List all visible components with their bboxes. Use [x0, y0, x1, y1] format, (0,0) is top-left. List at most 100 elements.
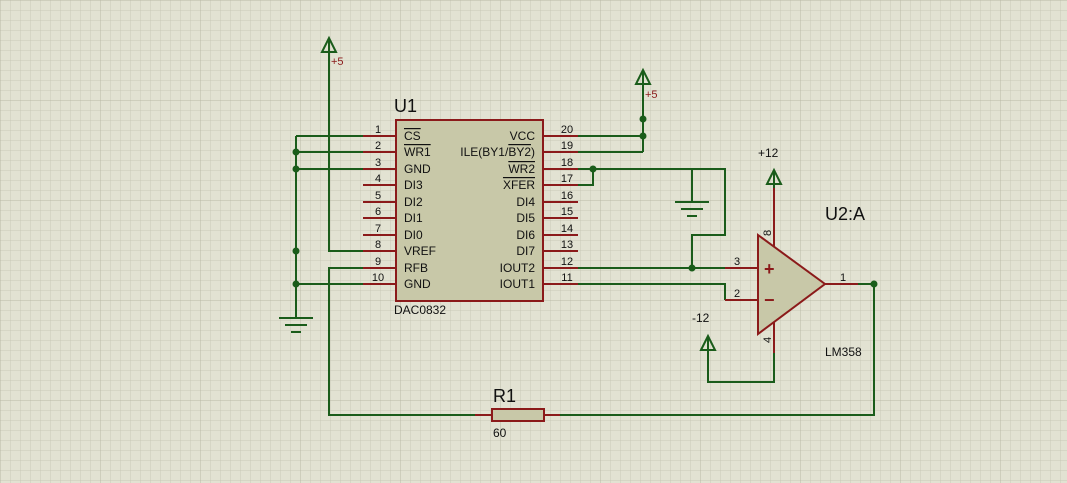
u2-plus-sign: +	[764, 259, 775, 279]
junction-dot	[292, 280, 300, 288]
u1-pin-number: 7	[375, 223, 381, 235]
wire-r1-out[interactable]	[560, 284, 875, 416]
u1-pin-16[interactable]: 16 DI4	[516, 190, 578, 209]
u1-pin-number: 2	[375, 140, 381, 152]
opamp-triangle	[757, 233, 827, 336]
junctions	[292, 115, 878, 288]
u1-reference: U1	[394, 96, 417, 116]
u1-pin-label: DI7	[516, 244, 535, 258]
junction-dot	[639, 115, 647, 123]
u1-pin-label: WR1	[404, 145, 431, 159]
u1-pin-6[interactable]: 6 DI1	[363, 206, 423, 225]
ground-right[interactable]	[675, 201, 709, 217]
u1-pin-label: DI1	[404, 211, 423, 225]
u2-reference: U2:A	[825, 204, 865, 224]
power-terminal-p5-left[interactable]: +5	[320, 35, 344, 68]
component-u2-lm358[interactable]: U2:A 3 2 1 8 4 + − LM358	[725, 188, 865, 359]
u1-pin-20[interactable]: 20 VCC	[510, 124, 578, 143]
u1-pin-label: DI6	[516, 228, 535, 242]
power-terminal-p5-right[interactable]: +5	[634, 67, 658, 101]
u1-pin-19[interactable]: 19 ILE(BY1/BY2)	[460, 140, 578, 159]
u1-pin-label: IOUT1	[500, 277, 536, 291]
u1-pin-18[interactable]: 18 WR2	[508, 157, 578, 176]
u1-pin-label: DI3	[404, 178, 423, 192]
u1-pin-number: 17	[561, 173, 573, 185]
u1-pin-number: 18	[561, 157, 573, 169]
u1-pin-label: XFER	[503, 178, 535, 192]
r1-body	[491, 408, 545, 422]
power-terminal-m12[interactable]: -12	[692, 311, 717, 352]
u1-pin-label: VREF	[404, 244, 436, 258]
u2-minus-sign: −	[764, 290, 775, 310]
u1-pin-label-bar: BY2	[508, 145, 531, 159]
junction-dot	[639, 132, 647, 140]
wire-opamp-vee[interactable]	[707, 352, 775, 383]
u1-pin-number: 15	[561, 206, 573, 218]
u1-right-pins: 20 VCC 19 ILE(BY1/BY2) 18 WR2 17 XFER 16 DI4 15 DI5…	[460, 124, 578, 291]
u1-pin-17[interactable]: 17 XFER	[503, 173, 578, 192]
ground-icon	[279, 317, 313, 333]
ground-left[interactable]	[279, 317, 313, 333]
power-arrow-icon	[634, 67, 652, 88]
u1-pin-15[interactable]: 15 DI5	[516, 206, 578, 225]
u2-part-name: LM358	[825, 345, 862, 359]
power-label-p5-left: +5	[331, 56, 344, 68]
wire-rfb[interactable]	[328, 267, 475, 416]
u1-pin-label: ILE(BY1/BY2)	[460, 145, 535, 159]
u1-pin-label-pre: ILE(BY1/	[460, 145, 509, 159]
u2-pin-vee-num: 4	[762, 337, 774, 343]
u1-pin-label: DI0	[404, 228, 423, 242]
u1-body	[395, 119, 544, 302]
u2-pin-plus-num: 3	[734, 256, 740, 268]
junction-dot	[688, 264, 696, 272]
junction-dot	[870, 280, 878, 288]
power-arrow-icon	[320, 35, 338, 56]
u1-pin-label: VCC	[510, 129, 536, 143]
wire-wr2-xfer[interactable]	[578, 168, 594, 186]
u1-pin-number: 19	[561, 140, 573, 152]
power-label-p12: +12	[758, 146, 779, 160]
u2-pin-out-num: 1	[840, 272, 846, 284]
u1-pin-number: 11	[561, 272, 572, 284]
u1-pin-number: 6	[375, 206, 381, 218]
r1-value: 60	[493, 426, 507, 440]
u1-pin-label: DI5	[516, 211, 535, 225]
u1-pin-label: CS	[404, 129, 421, 143]
u1-pin-label-post: )	[531, 145, 535, 159]
component-r1[interactable]: R1 60	[475, 386, 560, 440]
wire-vref[interactable]	[328, 56, 363, 252]
u1-pin-2[interactable]: 2 WR1	[363, 140, 431, 159]
u1-pin-14[interactable]: 14 DI6	[516, 223, 578, 242]
u1-pin-label: IOUT2	[500, 261, 536, 275]
u1-pin-label: WR2	[508, 162, 535, 176]
junction-dot	[589, 165, 597, 173]
u1-pin-number: 16	[561, 190, 573, 202]
u1-pin-number: 3	[375, 157, 381, 169]
u1-pin-number: 14	[561, 223, 573, 235]
wire-wr2-gnd[interactable]	[593, 168, 726, 268]
u1-pin-label: DI4	[516, 195, 535, 209]
u1-pin-number: 20	[561, 124, 573, 136]
wires	[295, 56, 875, 416]
u2-pin-vcc-num: 8	[762, 230, 774, 236]
u1-pin-7[interactable]: 7 DI0	[363, 223, 423, 242]
power-arrow-icon	[699, 333, 717, 352]
wire-iout1[interactable]	[578, 283, 726, 300]
power-terminal-p12[interactable]: +12	[758, 146, 783, 188]
u1-pin-4[interactable]: 4 DI3	[363, 173, 423, 192]
u1-pin-label: RFB	[404, 261, 428, 275]
u1-pin-11[interactable]: 11 IOUT1	[500, 272, 578, 291]
u2-pin-minus-num: 2	[734, 288, 740, 300]
u1-pin-number: 4	[375, 173, 381, 185]
